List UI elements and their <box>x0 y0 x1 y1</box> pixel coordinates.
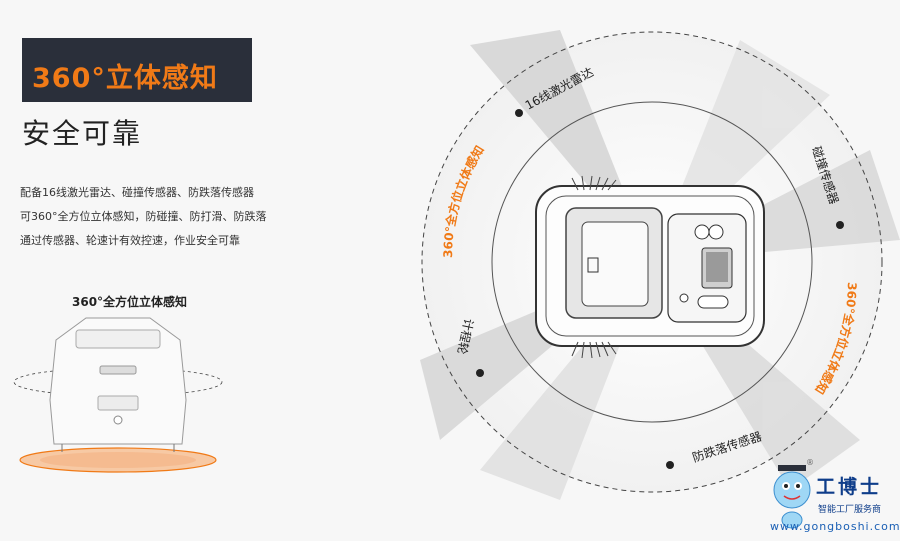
robot-caption: 360°全方位立体感知 <box>72 295 188 309</box>
logo-name: 工博士 <box>816 476 883 498</box>
watermark-logo: ® 工博士 智能工厂服务商 www.gongboshi.com <box>764 458 900 540</box>
mascot-icon <box>773 465 811 529</box>
label-odometer: 计程轮 <box>455 317 477 355</box>
logo-url: www.gongboshi.com <box>770 520 900 533</box>
outer-ring <box>421 31 883 493</box>
inner-ring <box>491 101 813 423</box>
description-line: 通过传感器、轮速计有效控速，作业安全可靠 <box>20 234 240 247</box>
logo-tagline: 智能工厂服务商 <box>818 505 882 515</box>
page-title: 360°立体感知 <box>32 63 218 94</box>
page-subtitle: 安全可靠 <box>22 117 143 150</box>
label-dots <box>476 109 844 469</box>
description: 配备16线激光雷达、碰撞传感器、防跌落传感器 可360°全方位立体感知，防碰撞、… <box>20 181 290 253</box>
title-banner <box>22 38 252 102</box>
robot-top-view <box>535 175 765 359</box>
description-line: 配备16线激光雷达、碰撞传感器、防跌落传感器 <box>20 186 254 199</box>
robot-front-illustration <box>13 317 223 473</box>
registered-mark: ® <box>806 458 814 467</box>
description-line: 可360°全方位立体感知，防碰撞、防打滑、防跌落 <box>20 210 267 223</box>
